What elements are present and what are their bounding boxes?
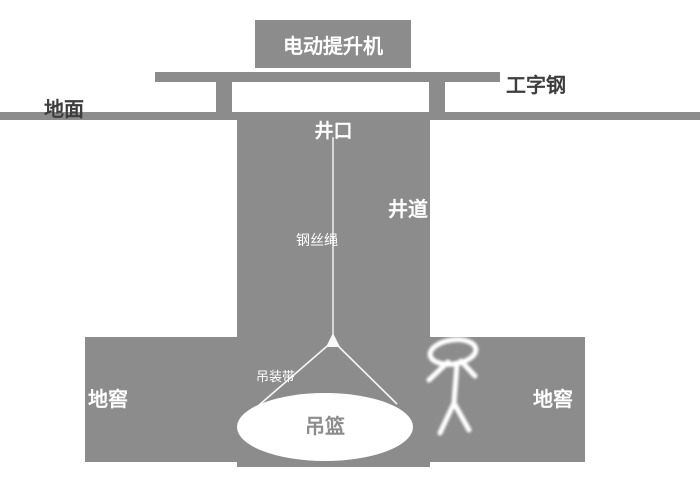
sling-label: 吊装带	[256, 369, 296, 384]
wellhead-label: 井口	[314, 121, 353, 142]
electric-hoist-label: 电动提升机	[283, 35, 383, 58]
cellar-label-left: 地窖	[88, 389, 128, 411]
hanging-basket-ellipse: 吊篮	[237, 393, 413, 461]
electric-hoist-box: 电动提升机	[255, 20, 411, 68]
shaft-label: 井道	[388, 199, 428, 221]
cellar-label-right: 地窖	[533, 389, 573, 411]
hanging-basket-label: 吊篮	[305, 415, 345, 438]
wire-rope-label: 钢丝绳	[296, 232, 338, 248]
support-post-left	[216, 81, 232, 114]
i-beam-label: 工字钢	[506, 75, 566, 97]
i-beam-bar	[155, 72, 500, 82]
support-post-right	[429, 81, 445, 114]
ground-label: 地面	[44, 99, 84, 121]
